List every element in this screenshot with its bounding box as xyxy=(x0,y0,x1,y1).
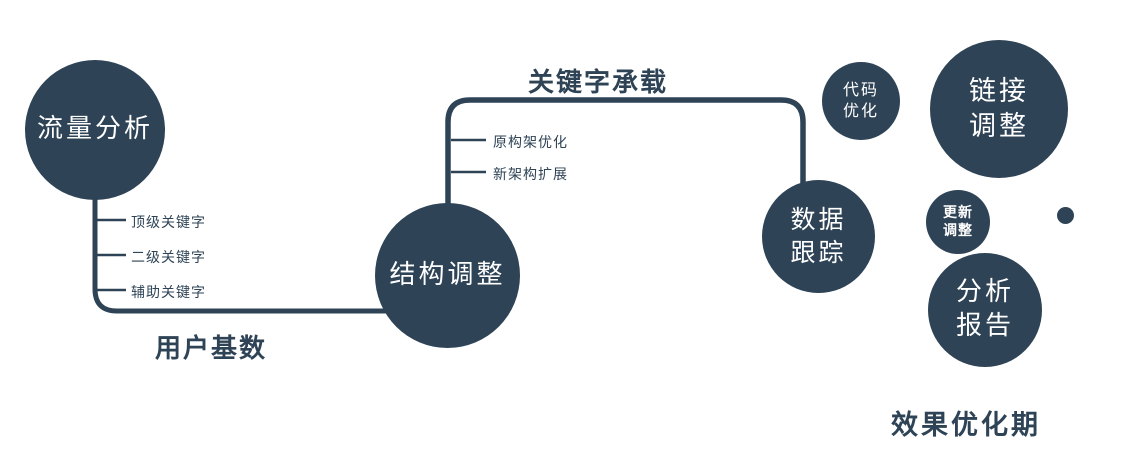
node-analysis-report-line2: 报告 xyxy=(955,311,1014,341)
node-update-adjustment-line2: 调整 xyxy=(943,223,973,239)
node-structure-adjust-label: 结构调整 xyxy=(389,259,506,290)
node-link-adjustment-line1: 链接 xyxy=(969,75,1029,107)
branch-label-aux-keyword: 辅助关键字 xyxy=(131,285,206,301)
small-dot xyxy=(1057,207,1074,224)
node-update-adjustment-line1: 更新 xyxy=(943,204,973,221)
node-data-tracking-line1: 数据 xyxy=(790,205,847,234)
branch-label-new-arch: 新架构扩展 xyxy=(493,167,568,183)
caption-effect-phase: 效果优化期 xyxy=(891,410,1041,441)
node-traffic-analysis-label: 流量分析 xyxy=(36,114,153,145)
node-code-optimization: 代码 优化 xyxy=(822,62,900,140)
node-data-tracking-line2: 跟踪 xyxy=(790,237,847,267)
node-link-adjustment: 链接 调整 xyxy=(930,40,1068,178)
edge-keyword-carry-line xyxy=(445,97,806,215)
node-analysis-report-line1: 分析 xyxy=(955,277,1014,308)
node-update-adjustment: 更新 调整 xyxy=(926,190,990,254)
node-code-optimization-line2: 优化 xyxy=(842,101,879,120)
node-analysis-report: 分析 报告 xyxy=(928,253,1042,367)
node-data-tracking: 数据 跟踪 xyxy=(762,180,875,293)
node-traffic-analysis: 流量分析 xyxy=(25,60,165,200)
node-structure-adjust: 结构调整 xyxy=(375,203,520,348)
branch-label-top-keyword: 顶级关键字 xyxy=(131,215,206,231)
branch-label-orig-arch: 原构架优化 xyxy=(493,135,568,151)
node-link-adjustment-line2: 调整 xyxy=(969,111,1029,142)
edge-label-keyword-carry: 关键字承载 xyxy=(528,68,669,98)
node-code-optimization-line1: 代码 xyxy=(842,80,879,100)
branch-label-second-keyword: 二级关键字 xyxy=(131,250,206,266)
edge-label-user-base: 用户基数 xyxy=(155,334,268,364)
